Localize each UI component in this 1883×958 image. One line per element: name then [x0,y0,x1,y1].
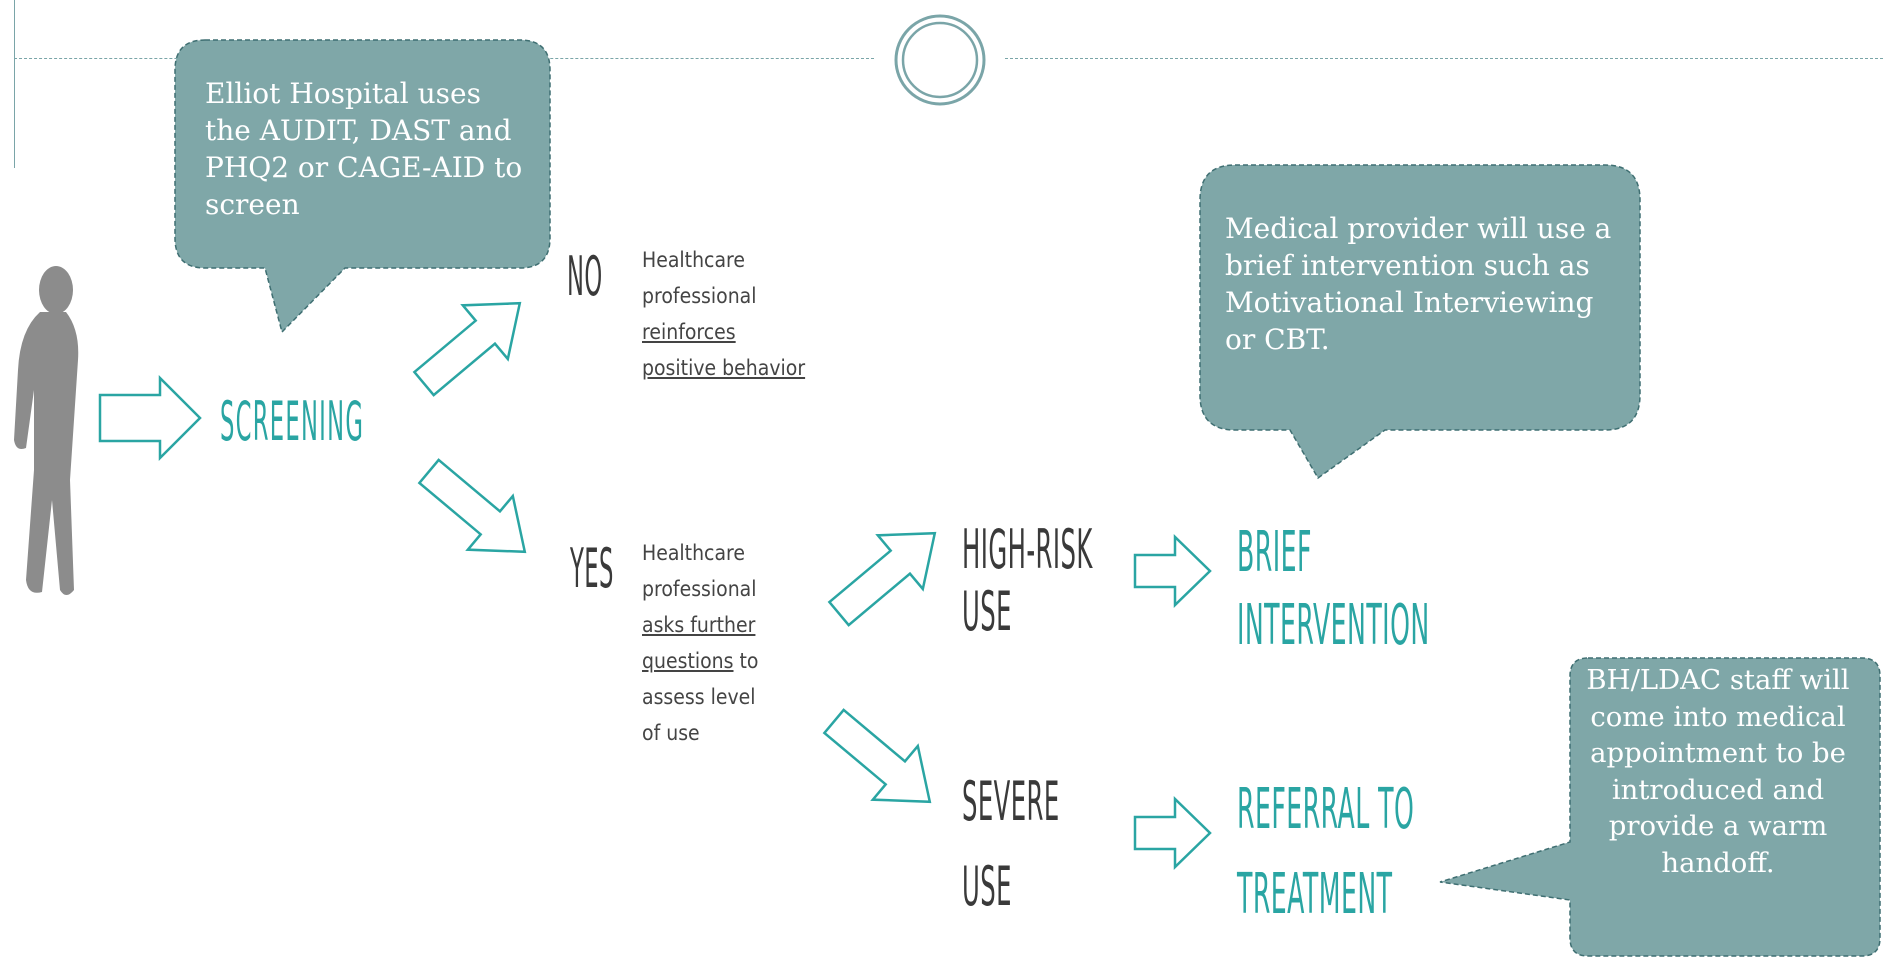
no-desc-line: professional [642,284,757,308]
arrow-to-brief-icon [1133,534,1212,608]
yes-desc-line: of use [642,721,700,745]
arrow-to-no-icon [412,301,522,397]
arrow-to-referral-icon [1133,796,1212,870]
arrow-to-screening-icon [98,374,202,462]
referral-to-label: REFERRAL TO [1237,777,1415,842]
circle-ornament-icon [894,14,986,106]
callout-referral-shape [1439,657,1881,957]
yes-label: YES [570,537,614,600]
callout-brief-intervention-text: Medical provider will use a brief interv… [1225,212,1612,356]
left-border-line [14,0,15,168]
severe-label: SEVERE [962,770,1060,833]
person-silhouette-icon [14,266,79,595]
callout-brief-intervention-shape [1199,164,1641,480]
yes-desc-questions: questions [642,649,734,673]
arrow-to-severe-icon [822,708,932,804]
callout-referral-text: BH/LDAC staff will come into medical app… [1586,664,1850,879]
arrow-to-highrisk-icon [827,531,937,627]
yes-desc-to: to [733,649,759,673]
screening-label: SCREENING [220,390,365,453]
no-label: NO [567,245,603,308]
no-desc-line: reinforces [642,320,736,344]
no-desc-line: positive behavior [642,356,806,380]
callout-screen-tools-text: Elliot Hospital uses the AUDIT, DAST and… [205,77,523,221]
treatment-label: TREATMENT [1237,862,1393,927]
callout-screen-tools-shape [174,39,551,334]
high-risk-label: HIGH-RISK [962,518,1093,581]
yes-desc-line: asks further [642,613,756,637]
yes-desc-line: questions to [642,643,758,679]
intervention-label: INTERVENTION [1237,593,1430,658]
severe-use-label: USE [962,855,1012,918]
yes-desc-line: professional [642,577,757,601]
no-desc-line: Healthcare [642,248,746,272]
yes-description: Healthcare professional asks further que… [642,535,758,751]
top-divider-right [1005,58,1883,59]
high-risk-use-label: USE [962,580,1012,643]
yes-desc-line: assess level [642,685,756,709]
yes-desc-line: Healthcare [642,541,746,565]
arrow-to-yes-icon [417,458,527,554]
brief-label: BRIEF [1237,520,1312,585]
no-description: Healthcare professional reinforces posit… [642,242,805,386]
